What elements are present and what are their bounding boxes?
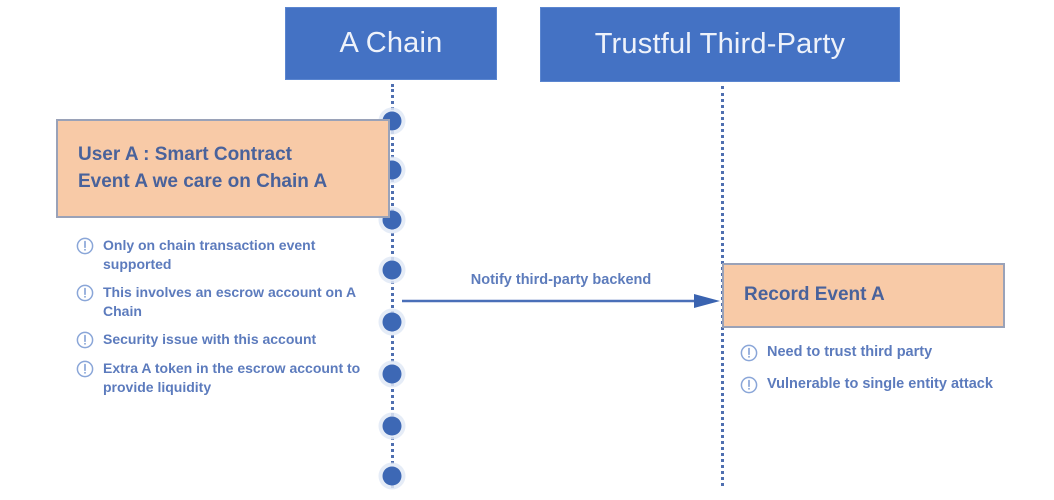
note-line-1: User A : Smart Contract: [78, 143, 292, 165]
bullet-item: Security issue with this account: [76, 330, 386, 349]
exclamation-circle-icon: [740, 376, 758, 394]
bullet-item: Need to trust third party: [740, 343, 1040, 362]
lifeline-a-chain: [391, 84, 394, 488]
participant-label-a-chain: A Chain: [339, 27, 443, 59]
message-label-notify: Notify third-party backend: [470, 272, 652, 288]
participant-label-third-party: Trustful Third-Party: [594, 28, 846, 60]
bullet-text: Need to trust third party: [767, 344, 933, 360]
participant-box-third-party[interactable]: Trustful Third-Party: [540, 7, 900, 82]
bullet-text: This involves an escrow account on A Cha…: [103, 284, 356, 319]
bullet-text: Security issue with this account: [103, 331, 317, 348]
lifeline-dot: [382, 260, 402, 280]
note-box-user-a[interactable]: User A : Smart Contract Event A we care …: [56, 119, 390, 218]
lifeline-dot: [382, 364, 402, 384]
participant-box-a-chain[interactable]: A Chain: [285, 7, 497, 80]
message-arrow-icon: [402, 294, 720, 308]
note-text-record-event: Record Event A: [724, 282, 885, 309]
bullet-item: This involves an escrow account on A Cha…: [76, 283, 386, 320]
note-line-1: Record Event A: [744, 284, 885, 306]
bullet-text: Extra A token in the escrow account to p…: [103, 360, 361, 396]
exclamation-circle-icon: [76, 360, 94, 378]
exclamation-circle-icon: [76, 331, 94, 349]
bullet-item: Extra A token in the escrow account to p…: [76, 359, 386, 396]
exclamation-circle-icon: [76, 237, 94, 255]
note-box-record-event[interactable]: Record Event A: [722, 263, 1005, 328]
note-line-2: Event A we care on Chain A: [78, 170, 328, 192]
message-notify-third-party-backend[interactable]: Notify third-party backend: [402, 272, 720, 308]
exclamation-circle-icon: [76, 284, 94, 302]
bullet-text: Vulnerable to single entity attack: [767, 376, 993, 393]
lifeline-dot: [382, 312, 402, 332]
bullet-item: Only on chain transaction event supporte…: [76, 236, 386, 273]
bullet-list-a-chain-issues: Only on chain transaction event supporte…: [76, 236, 386, 407]
bullet-item: Vulnerable to single entity attack: [740, 375, 1040, 394]
note-text-user-a: User A : Smart Contract Event A we care …: [58, 142, 327, 196]
lifeline-dot: [382, 466, 402, 486]
lifeline-dot: [382, 416, 402, 436]
bullet-text: Only on chain transaction event supporte…: [103, 237, 316, 272]
exclamation-circle-icon: [740, 344, 758, 362]
